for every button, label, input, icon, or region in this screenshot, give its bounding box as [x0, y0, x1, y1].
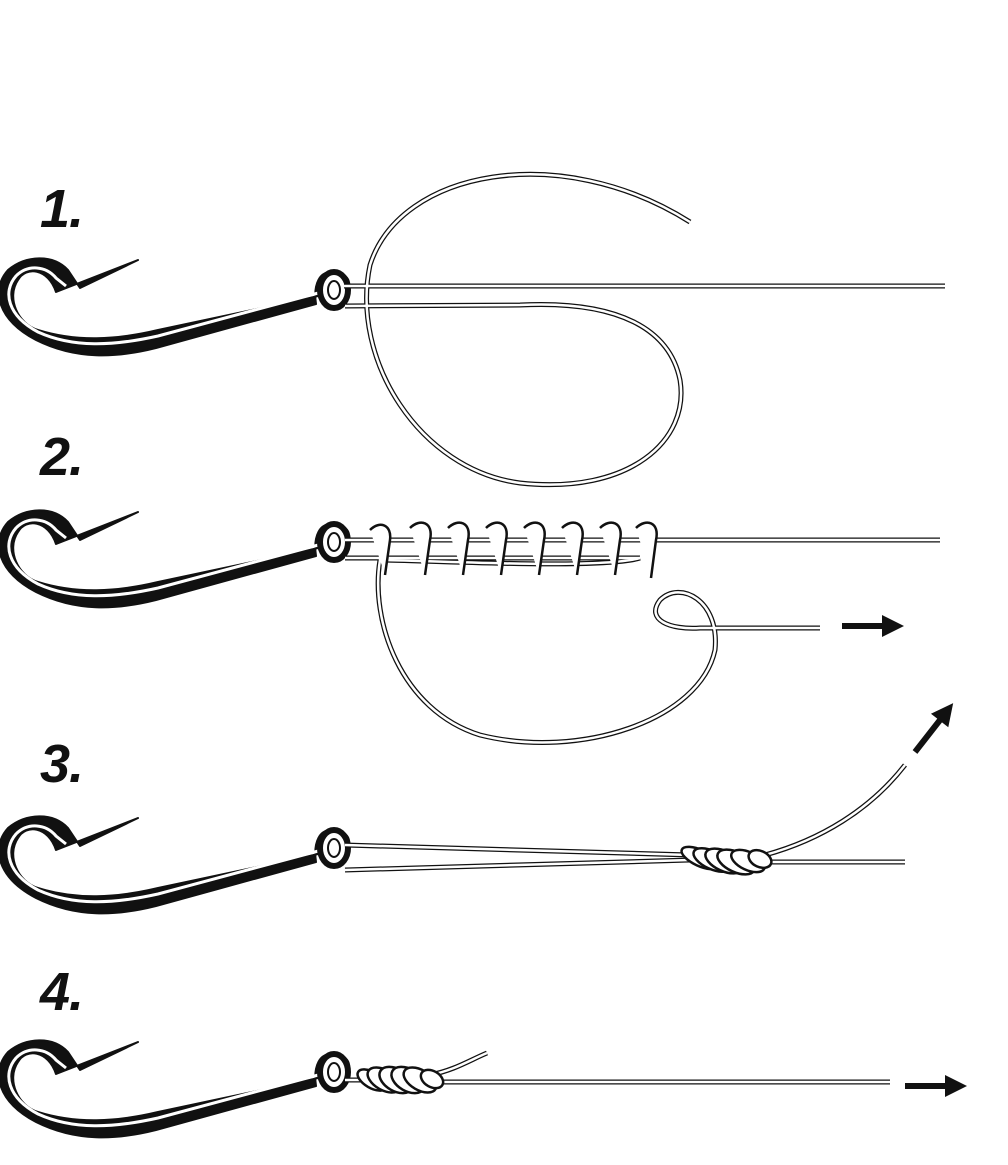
fish-hook-icon	[0, 1040, 349, 1137]
step-4-label: 4.	[40, 962, 84, 1022]
step-2-group	[0, 510, 940, 745]
step-3-group	[0, 696, 962, 913]
knot-coil	[356, 1065, 445, 1095]
fishing-line	[345, 537, 940, 745]
arrow-right-icon	[842, 615, 904, 637]
step-3-label: 3.	[40, 734, 84, 794]
fish-hook-icon	[0, 510, 349, 607]
step-4-group	[0, 1040, 967, 1137]
step-1-group	[0, 171, 945, 487]
line-wraps	[369, 521, 658, 579]
arrow-right-icon	[905, 1075, 967, 1097]
step-1-label: 1.	[40, 179, 84, 239]
arrow-up-right-icon	[906, 696, 962, 759]
step-2-label: 2.	[40, 427, 84, 487]
knot-coil	[680, 845, 773, 876]
fish-hook-icon	[0, 258, 349, 355]
fish-hook-icon	[0, 816, 349, 913]
